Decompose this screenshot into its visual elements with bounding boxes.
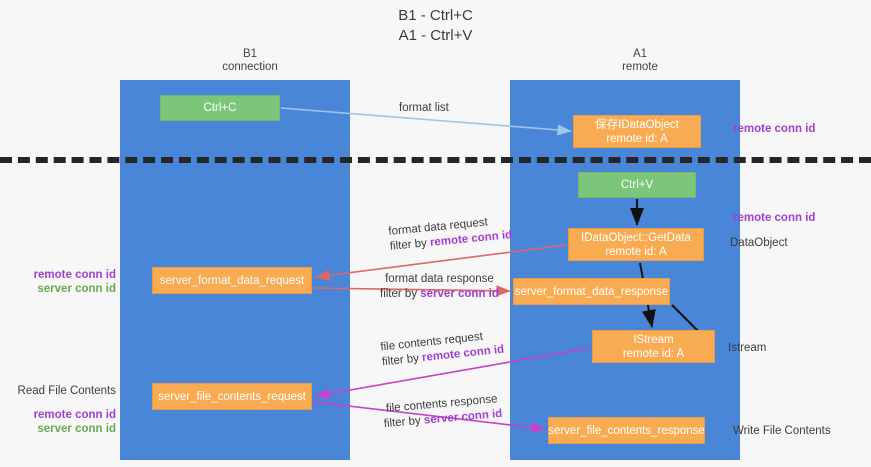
left-label-group-1-server: server conn id bbox=[37, 283, 116, 295]
node-getdata-label: IDataObject::GetData bbox=[581, 231, 691, 244]
edge-label-format-data-response-key: server conn id bbox=[420, 288, 499, 300]
node-istream-subtitle: remote id: A bbox=[622, 347, 685, 360]
node-idataobject-subtitle: remote id: A bbox=[606, 132, 668, 145]
node-server-format-data-response[interactable]: server_format_data_response bbox=[513, 278, 670, 305]
column-header-a1-sub: remote bbox=[622, 61, 658, 73]
node-istream-label: IStream bbox=[633, 333, 674, 346]
edge-label-file-contents-response-prefix: filter by bbox=[383, 414, 425, 431]
phase-divider bbox=[0, 157, 871, 163]
node-ctrl-v[interactable]: Ctrl+V bbox=[578, 172, 696, 198]
node-getdata-subtitle: remote id: A bbox=[605, 245, 667, 258]
node-server-format-data-request-label: server_format_data_request bbox=[159, 274, 305, 287]
node-getdata[interactable]: IDataObject::GetData remote id: A bbox=[568, 228, 704, 261]
edge-label-format-data-response: format data response filter by server co… bbox=[380, 272, 499, 302]
node-ctrl-v-label: Ctrl+V bbox=[620, 179, 654, 191]
edge-label-format-data-request: format data request filter by remote con… bbox=[388, 213, 513, 255]
left-label-group-2-server: server conn id bbox=[37, 423, 116, 435]
column-header-b1-name: B1 bbox=[242, 48, 258, 60]
node-server-file-contents-request[interactable]: server_file_contents_request bbox=[152, 383, 312, 410]
left-label-group-2-remote: remote conn id bbox=[33, 409, 116, 421]
edge-label-file-contents-request: file contents request filter by remote c… bbox=[380, 328, 505, 371]
side-label-remote-conn-id-mid: remote conn id bbox=[733, 212, 816, 224]
node-server-format-data-response-label: server_format_data_response bbox=[514, 285, 669, 298]
edge-label-format-list: format list bbox=[399, 101, 449, 116]
edge-label-file-contents-request-prefix: filter by bbox=[381, 352, 423, 369]
title-line-2: A1 - Ctrl+V bbox=[398, 27, 473, 44]
left-label-group-2-heading: Read File Contents bbox=[17, 385, 116, 397]
node-server-format-data-request[interactable]: server_format_data_request bbox=[152, 267, 312, 294]
edge-label-format-list-text: format list bbox=[399, 102, 449, 114]
node-ctrl-c-label: Ctrl+C bbox=[203, 102, 237, 114]
column-header-b1: B1 connection bbox=[150, 48, 350, 74]
node-ctrl-c[interactable]: Ctrl+C bbox=[160, 95, 280, 121]
title-line-1: B1 - Ctrl+C bbox=[398, 7, 473, 24]
edge-label-file-contents-response: file contents response filter by server … bbox=[382, 392, 503, 432]
node-server-file-contents-request-label: server_file_contents_request bbox=[158, 390, 306, 403]
side-label-write-file-contents: Write File Contents bbox=[733, 425, 831, 437]
column-header-b1-sub: connection bbox=[222, 61, 278, 73]
edge-label-format-data-request-prefix: filter by bbox=[389, 237, 431, 253]
side-label-dataobject: DataObject bbox=[730, 237, 788, 249]
node-istream[interactable]: IStream remote id: A bbox=[592, 330, 715, 363]
page-title: B1 - Ctrl+C A1 - Ctrl+V bbox=[0, 6, 871, 46]
edge-label-format-data-response-prefix: filter by bbox=[380, 288, 421, 300]
side-label-istream: Istream bbox=[728, 342, 767, 354]
column-header-a1: A1 remote bbox=[540, 48, 740, 74]
left-label-group-1-remote: remote conn id bbox=[33, 269, 116, 281]
left-label-group-2: Read File Contents remote conn id server… bbox=[0, 384, 116, 436]
left-label-group-1: remote conn id server conn id bbox=[0, 268, 116, 296]
node-idataobject[interactable]: 保存IDataObject remote id: A bbox=[573, 115, 701, 148]
edge-label-format-data-response-text: format data response bbox=[385, 273, 494, 285]
side-label-remote-conn-id-top: remote conn id bbox=[733, 123, 816, 135]
node-server-file-contents-response-label: server_file_contents_response bbox=[548, 424, 705, 437]
column-header-a1-name: A1 bbox=[632, 48, 648, 60]
node-server-file-contents-response[interactable]: server_file_contents_response bbox=[548, 417, 705, 444]
node-idataobject-label: 保存IDataObject bbox=[595, 118, 679, 131]
